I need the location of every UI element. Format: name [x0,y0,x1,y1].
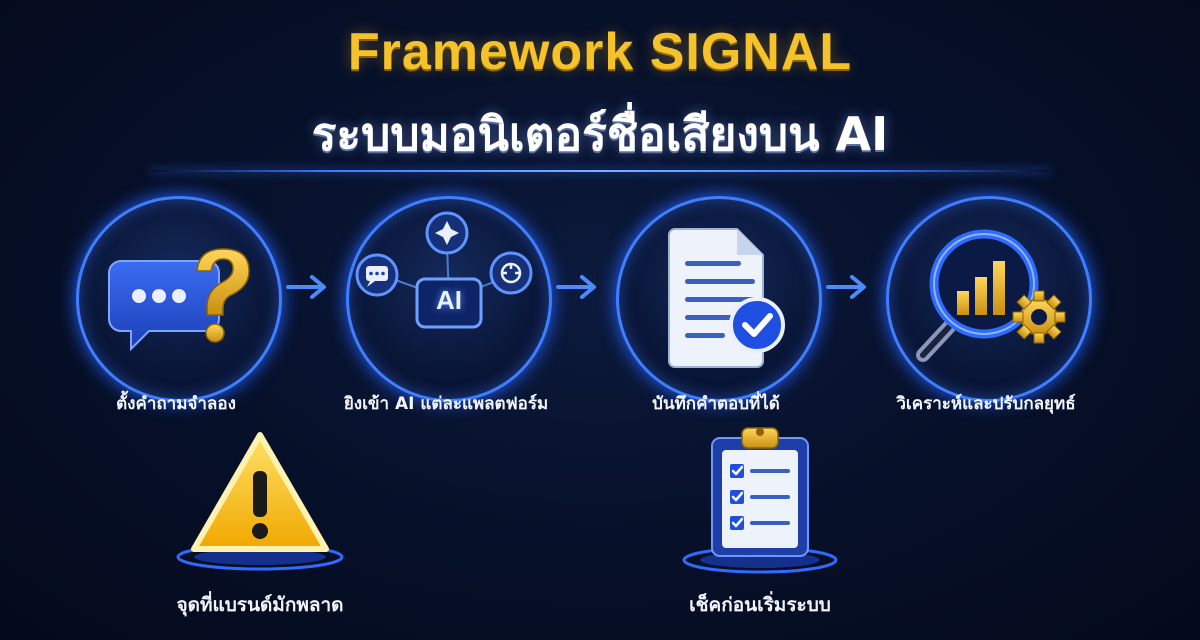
analytics-gear-icon [916,229,1066,362]
ai-badge: AI [436,285,462,315]
warning-icon [176,432,344,571]
arrow-right-icon [286,275,326,299]
step-2-circle: AI [346,196,552,402]
step-1-label: ตั้งคำถามจำลอง [116,394,236,414]
step-1-circle [76,196,282,402]
checklist-label: เช็คก่อนเริ่มระบบ [689,594,831,616]
document-check-icon [668,228,785,368]
step-4-circle [886,196,1092,402]
gear-icon [1012,290,1066,344]
question-chat-icon [108,248,250,352]
ai-platforms-icon [355,211,533,329]
step-3-circle [616,196,822,402]
title-line-2: ระบบมอนิเตอร์ชื่อเสียงบน AI [311,107,889,161]
header-divider [150,170,1050,172]
title-line-1: Framework SIGNAL [347,23,853,81]
step-2-label: ยิงเข้า AI แต่ละแพลตฟอร์ม [343,394,549,414]
step-4-label: วิเคราะห์และปรับกลยุทธ์ [896,394,1076,414]
checklist-icon [682,427,838,574]
arrow-right-icon [556,275,596,299]
warning-label: จุดที่แบรนด์มักพลาด [176,594,344,616]
arrow-right-icon [826,275,866,299]
step-3-label: บันทึกคำตอบที่ได้ [652,394,780,414]
